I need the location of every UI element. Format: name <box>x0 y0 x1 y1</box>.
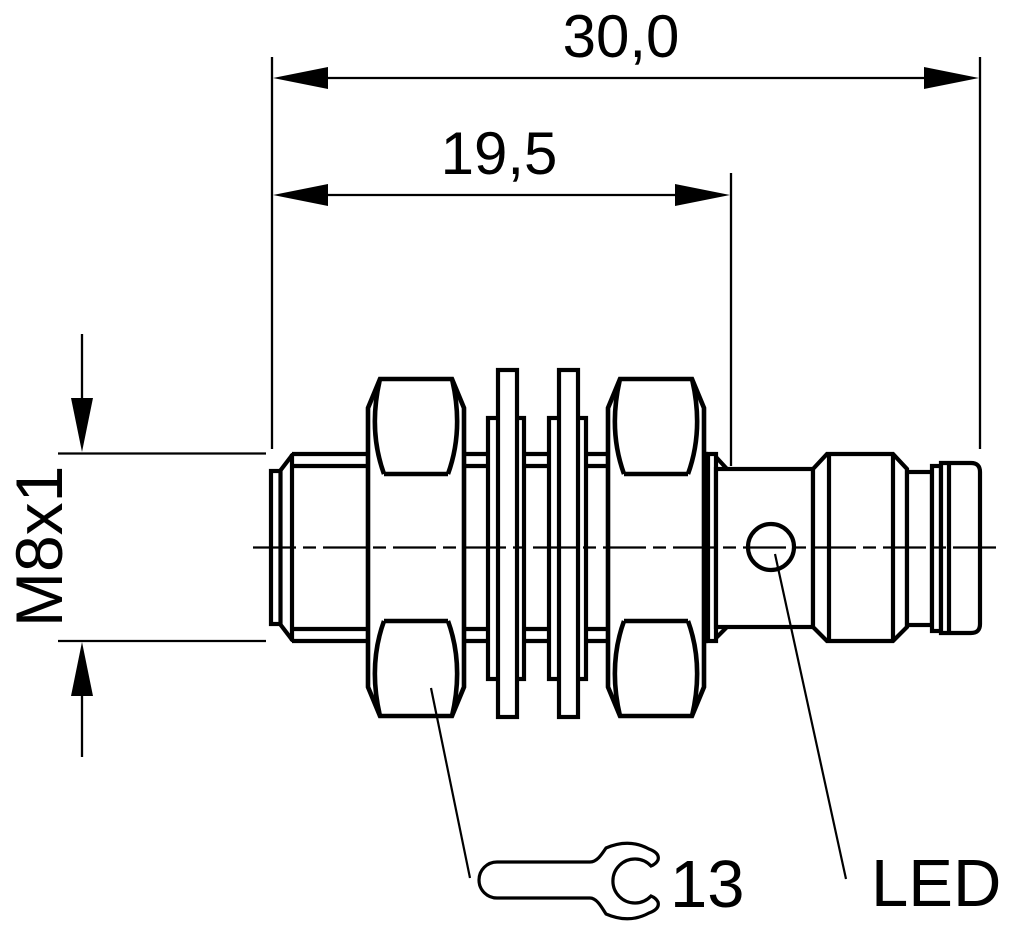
dimension-lines <box>58 57 982 757</box>
arrow-thread-right <box>675 184 730 206</box>
wrench-icon <box>477 841 660 921</box>
dimension-arrows <box>71 67 979 696</box>
sensor-body <box>268 367 983 720</box>
arrow-overall-right <box>924 67 979 89</box>
overall-length-label: 30,0 <box>563 3 680 70</box>
washer-2 <box>556 367 581 720</box>
arrow-thread-left <box>273 184 328 206</box>
washer-set <box>485 367 589 720</box>
leader-lines <box>429 553 848 880</box>
arrow-overall-left <box>273 67 328 89</box>
leader-wrench <box>429 687 472 879</box>
thread-spec-label: M8x1 <box>2 466 76 627</box>
arrow-m8-bottom <box>71 642 93 696</box>
wrench-size-label: 13 <box>670 847 745 922</box>
led-label: LED <box>871 846 1001 921</box>
thread-length-label: 19,5 <box>441 120 558 187</box>
leader-led <box>773 553 848 880</box>
arrow-m8-top <box>71 398 93 452</box>
washer-1 <box>495 367 520 720</box>
